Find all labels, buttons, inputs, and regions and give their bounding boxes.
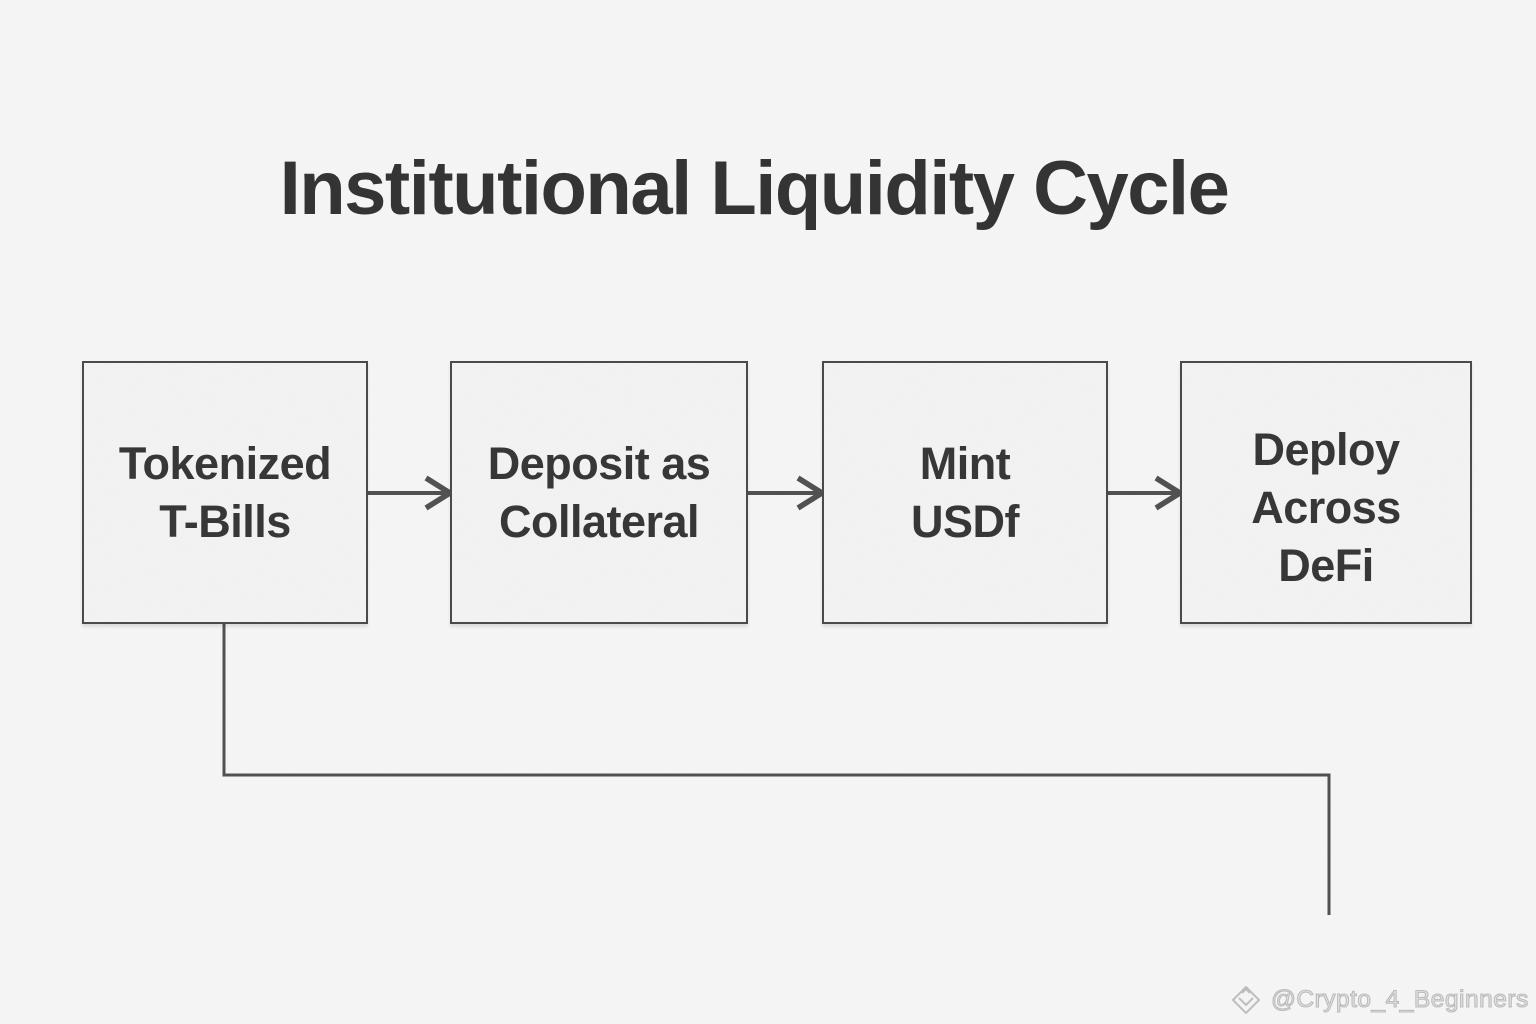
flow-box-mint-usdf: Mint USDf [822,361,1108,624]
watermark: @Crypto_4_Beginners [1228,979,1529,1021]
flow-box-deploy-across-defi: Deploy Across DeFi [1180,361,1472,624]
arrow-tokenized-to-deposit [368,475,456,511]
watermark-handle: @Crypto_4_Beginners [1270,985,1529,1013]
crown-icon [1232,986,1260,1014]
arrow-mint-to-deploy [1108,475,1186,511]
flow-box-tokenized-tbills: Tokenized T-Bills [82,361,368,624]
cycle-return-line [222,624,1331,915]
arrow-deposit-to-mint [748,475,828,511]
flow-box-label: Deposit as Collateral [487,437,711,547]
page-title: Institutional Liquidity Cycle [279,145,1230,231]
flow-box-label: Deploy Across DeFi [1251,423,1401,591]
flow-box-deposit-as-collateral: Deposit as Collateral [450,361,748,624]
flow-box-label: Mint USDf [911,437,1020,547]
flow-box-label: Tokenized T-Bills [118,437,332,547]
